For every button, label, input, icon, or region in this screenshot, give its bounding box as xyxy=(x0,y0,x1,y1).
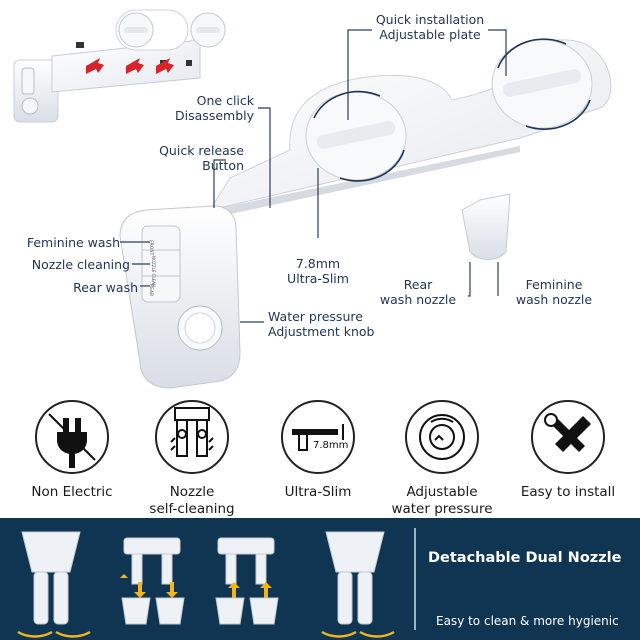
bidet-attachment-illustration: FRONT NOZZLE CLEAN REAR xyxy=(13,9,612,389)
feature-label: Ultra-Slim xyxy=(284,484,352,500)
rear-nozzle-text-1: Rear xyxy=(403,277,433,292)
nozzle-cleaning-callout: Nozzle cleaning xyxy=(31,257,130,272)
quick-installation-text: Quick installation xyxy=(375,12,485,27)
mounting-plate xyxy=(208,39,612,218)
disassembly-text: Disassembly xyxy=(175,108,254,123)
button-text: Button xyxy=(202,158,244,173)
band-divider xyxy=(414,528,416,630)
panel-clean-label: NOZZLE CLEAN xyxy=(151,256,156,287)
feature-label: Adjustable xyxy=(406,484,478,500)
pressure-text-1: Water pressure xyxy=(268,309,363,324)
quick-installation-callout: Quick installation Adjustable plate xyxy=(360,12,500,42)
nozzle-steps-illustration xyxy=(17,531,395,638)
feature-nozzle-self-cleaning: Nozzle self-cleaning xyxy=(132,400,252,518)
rotation-arrows xyxy=(313,38,591,182)
tools-icon xyxy=(531,400,605,474)
rear-nozzle-callout: Rear wash nozzle xyxy=(368,277,468,307)
yellow-arrows xyxy=(120,574,272,598)
nozzle-clean-icon xyxy=(155,400,229,474)
band-title: Detachable Dual Nozzle xyxy=(428,550,622,566)
feature-label: Easy to install xyxy=(520,484,616,500)
one-click-callout: One click Disassembly xyxy=(150,93,254,123)
quick-release-callout: Quick release Button xyxy=(130,143,244,173)
quick-release-text: Quick release xyxy=(159,143,244,158)
slim-label-text: Ultra-Slim xyxy=(287,271,349,286)
band-subtitle: Easy to clean & more hygienic xyxy=(436,614,619,628)
red-arrows xyxy=(86,58,174,74)
adjustable-plate-text: Adjustable plate xyxy=(379,27,481,42)
no-plug-icon xyxy=(35,400,109,474)
feature-adjustable-pressure: Adjustable water pressure xyxy=(382,400,502,518)
panel-front-label: FRONT xyxy=(148,240,154,256)
feminine-wash-callout: Feminine wash xyxy=(26,235,120,250)
feminine-nozzle-text-1: Feminine xyxy=(525,277,583,292)
feminine-nozzle-text-2: wash nozzle xyxy=(515,292,593,307)
feature-label: Non Electric xyxy=(31,484,113,500)
pressure-knob-callout: Water pressure Adjustment knob xyxy=(268,309,388,339)
feature-easy-install: Easy to install xyxy=(508,400,628,501)
feminine-nozzle-callout: Feminine wash nozzle xyxy=(506,277,602,307)
callout-lines xyxy=(120,29,507,323)
pressure-text-2: Adjustment knob xyxy=(268,324,375,339)
feature-label-2: self-cleaning xyxy=(149,501,235,517)
feature-ultra-slim: 7.8mm Ultra-Slim xyxy=(258,400,378,501)
detachable-nozzle-band: Detachable Dual Nozzle Easy to clean & m… xyxy=(0,518,640,640)
rear-wash-callout: Rear wash xyxy=(73,280,138,295)
slim-dimension-text: 7.8mm xyxy=(295,256,341,271)
rear-nozzle-text-2: wash nozzle xyxy=(379,292,457,307)
control-panel xyxy=(119,205,241,389)
nozzle-housing xyxy=(461,193,511,260)
feature-non-electric: Non Electric xyxy=(12,400,132,501)
ultra-slim-icon: 7.8mm xyxy=(281,400,355,474)
feature-label-2: water pressure xyxy=(391,501,493,517)
slim-dimension: 7.8mm xyxy=(313,440,349,451)
panel-rear-label: REAR xyxy=(148,284,154,296)
pressure-dial-icon xyxy=(405,400,479,474)
feature-label: Nozzle xyxy=(169,484,215,500)
one-click-text: One click xyxy=(196,93,254,108)
ultra-slim-callout: 7.8mm Ultra-Slim xyxy=(278,256,358,286)
